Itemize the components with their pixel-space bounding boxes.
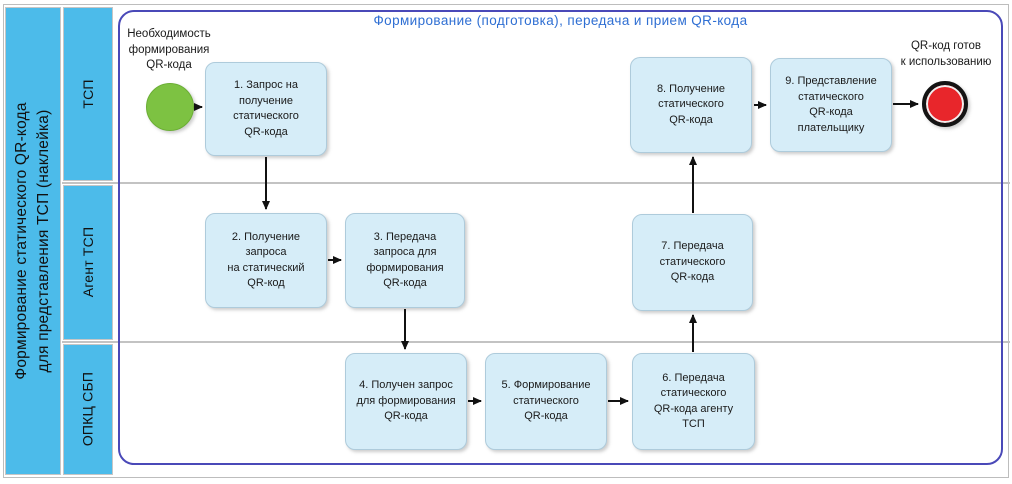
- task-6: 6. Передача статического QR-кода агенту …: [632, 353, 755, 450]
- task-9: 9. Представление статического QR-кода пл…: [770, 58, 892, 152]
- lane-label-agent-tsp: Агент ТСП: [80, 226, 96, 298]
- process-group-frame: [118, 10, 1003, 465]
- process-group-title: Формирование (подготовка), передача и пр…: [373, 13, 748, 28]
- end-event-circle: [922, 81, 968, 127]
- lane-divider: [62, 182, 1010, 184]
- lane-label-tsp: ТСП: [80, 79, 96, 109]
- lane-cell-opkc-sbp: [63, 344, 113, 475]
- pool-title-bar: [5, 7, 61, 475]
- task-5: 5. Формирование статического QR-кода: [485, 353, 607, 450]
- task-1: 1. Запрос на получение статического QR-к…: [205, 62, 327, 156]
- start-event-label: Необходимость формирования QR-кода: [127, 28, 211, 71]
- start-event-circle: [146, 83, 194, 131]
- task-3: 3. Передача запроса для формирования QR-…: [345, 213, 465, 308]
- pool-title: Формирование статического QR-кода для пр…: [13, 102, 52, 380]
- end-event-label: QR-код готов к использованию: [900, 40, 992, 68]
- lane-cell-agent-tsp: [63, 185, 113, 340]
- task-2: 2. Получение запроса на статический QR-к…: [205, 213, 327, 308]
- task-7: 7. Передача статического QR-кода: [632, 214, 753, 311]
- task-8: 8. Получение статического QR-кода: [630, 57, 752, 153]
- lane-label-opkc-sbp: ОПКЦ СБП: [79, 371, 96, 447]
- lane-cell-tsp: [63, 7, 113, 181]
- diagram-outer-border: [3, 4, 1009, 478]
- task-4: 4. Получен запрос для формирования QR-ко…: [345, 353, 467, 450]
- lane-divider: [62, 341, 1010, 343]
